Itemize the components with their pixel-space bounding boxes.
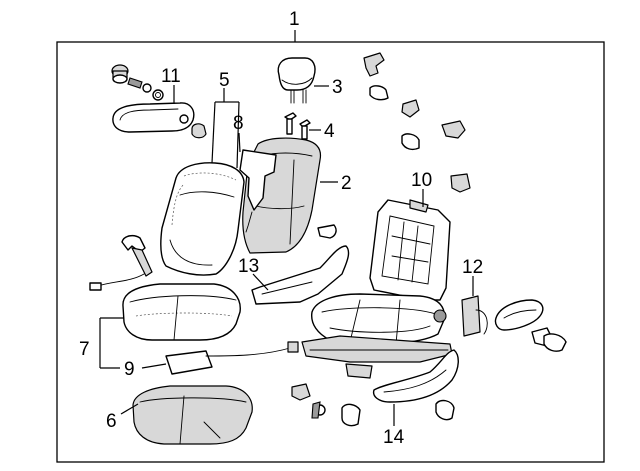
leader-lines [99, 85, 474, 426]
callout-3: 3 [332, 77, 343, 98]
callout-labels: 1 2 3 4 5 6 7 8 9 10 11 12 13 14 [79, 9, 483, 448]
callout-1: 1 [289, 9, 300, 30]
part-14-lower-side-cover[interactable] [372, 349, 459, 403]
part-9-cushion-heater[interactable] [165, 341, 299, 375]
callout-13: 13 [238, 256, 259, 277]
callout-5: 5 [219, 70, 230, 91]
part-7-cushion-cover[interactable] [122, 283, 241, 341]
seatbelt-buckle[interactable] [89, 234, 153, 291]
callout-6: 6 [106, 411, 117, 432]
callout-9: 9 [124, 359, 135, 380]
callout-12: 12 [462, 257, 483, 278]
callout-10: 10 [411, 170, 432, 191]
part-11-cover-group[interactable] [111, 64, 207, 139]
recliner-handle[interactable] [494, 299, 544, 331]
callout-14: 14 [383, 427, 405, 448]
part-5-seatback-cover[interactable] [160, 162, 245, 276]
hardware-clips[interactable] [363, 52, 567, 352]
callout-7: 7 [79, 339, 90, 360]
callout-4: 4 [324, 121, 335, 142]
part-6-cushion-pad[interactable] [132, 385, 253, 445]
callout-2: 2 [341, 173, 352, 194]
bottom-hardware[interactable] [291, 383, 455, 427]
callout-8: 8 [233, 113, 244, 134]
part-10-seat-frame[interactable] [301, 199, 453, 379]
part-3-headrest[interactable] [277, 57, 316, 104]
diagram-frame [56, 41, 605, 463]
part-4-headrest-guides[interactable] [284, 112, 311, 140]
part-12-side-panel[interactable] [461, 295, 488, 337]
callout-11: 11 [161, 66, 181, 87]
part-13-side-shield[interactable] [251, 224, 350, 305]
part-8-heater-element[interactable] [239, 149, 277, 233]
